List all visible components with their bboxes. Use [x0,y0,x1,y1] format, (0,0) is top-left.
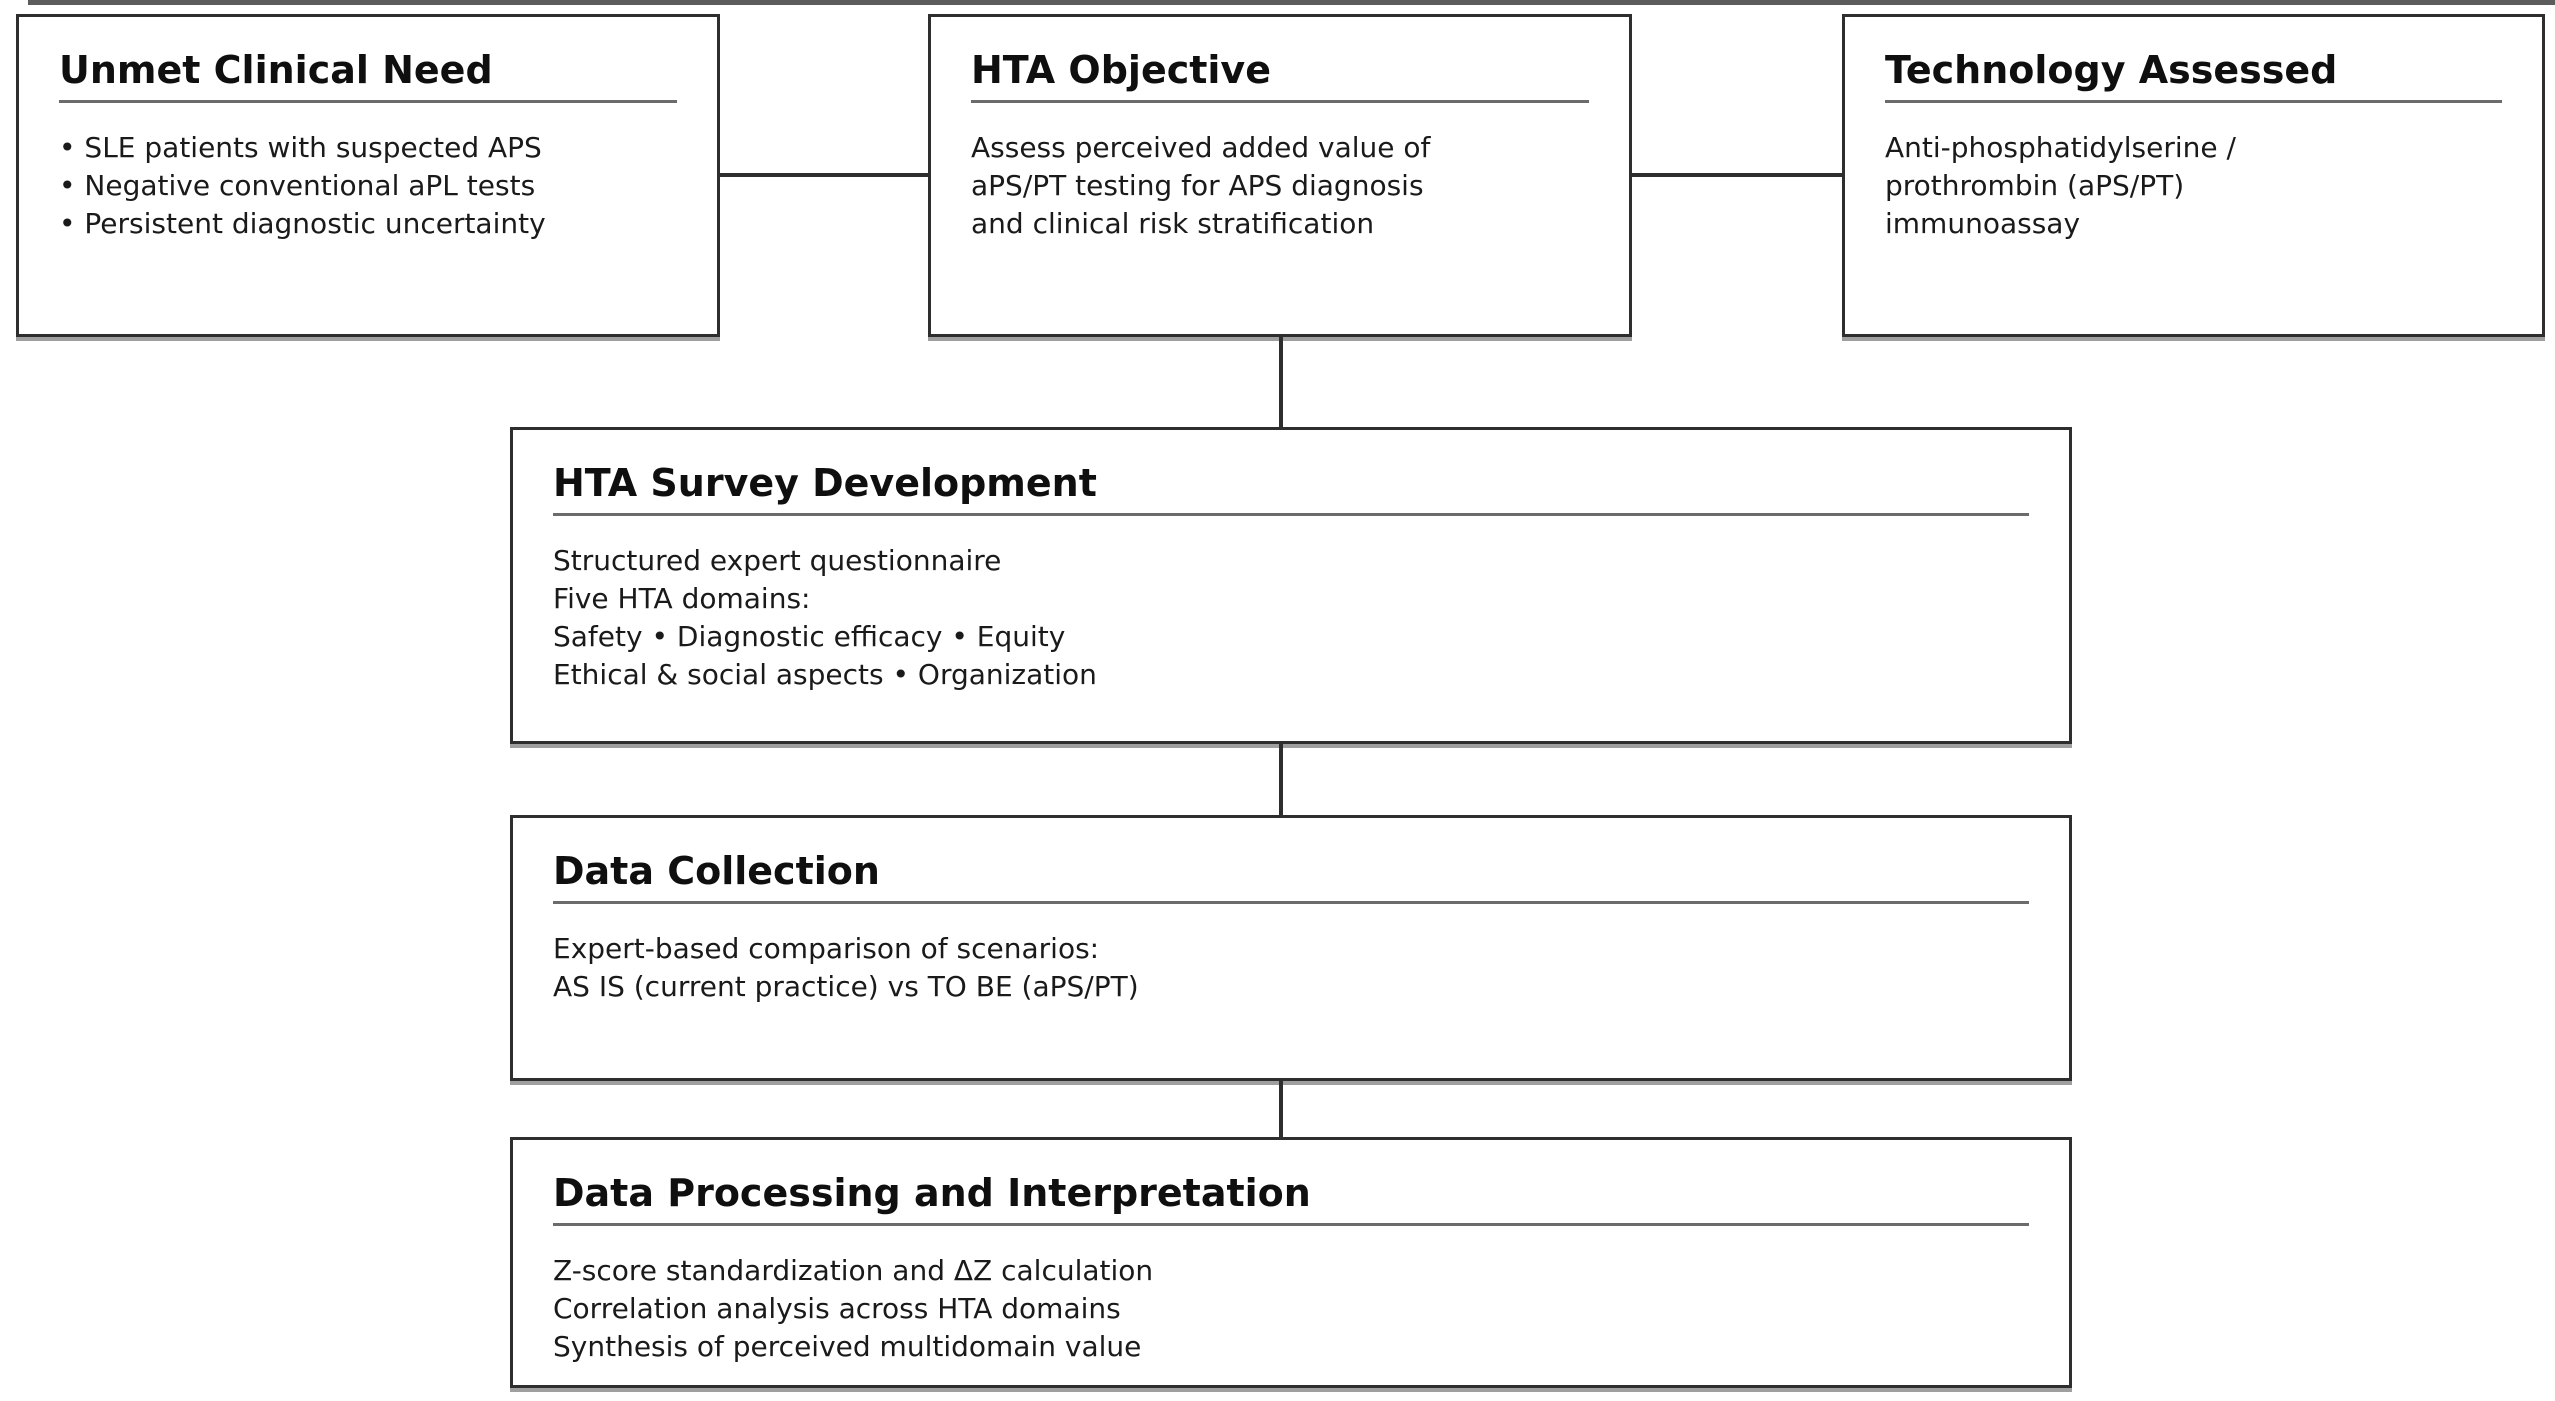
connector-objective-to-survey [1279,337,1283,427]
box-title: HTA Objective [971,51,1589,103]
box-data-processing-interpretation: Data Processing and Interpretation Z-sco… [510,1137,2072,1388]
text-line: • Negative conventional aPL tests [59,169,536,202]
box-title: Data Processing and Interpretation [553,1174,2029,1226]
text-line: Correlation analysis across HTA domains [553,1292,1121,1325]
connector-collection-to-processing [1279,1081,1283,1137]
text-line: Assess perceived added value of [971,131,1431,164]
text-line: aPS/PT testing for APS diagnosis [971,169,1424,202]
connector-objective-to-technology [1632,173,1842,177]
text-line: immunoassay [1885,207,2081,240]
connector-unmet-to-objective [720,173,928,177]
text-line: • Persistent diagnostic uncertainty [59,207,546,240]
text-line: and clinical risk stratification [971,207,1375,240]
text-line: Ethical & social aspects • Organization [553,658,1097,691]
text-line: Five HTA domains: [553,582,811,615]
box-hta-objective: HTA Objective Assess perceived added val… [928,14,1632,337]
box-body: Assess perceived added value of aPS/PT te… [971,129,1589,243]
text-line: Z-score standardization and ΔZ calculati… [553,1254,1154,1287]
text-line: Structured expert questionnaire [553,544,1002,577]
box-title: Technology Assessed [1885,51,2502,103]
box-title: Data Collection [553,852,2029,904]
text-line: • SLE patients with suspected APS [59,131,542,164]
text-line: Safety • Diagnostic efficacy • Equity [553,620,1066,653]
box-data-collection: Data Collection Expert-based comparison … [510,815,2072,1081]
text-line: Anti-phosphatidylserine / [1885,131,2236,164]
text-line: Expert-based comparison of scenarios: [553,932,1100,965]
box-title: HTA Survey Development [553,464,2029,516]
box-body: • SLE patients with suspected APS • Negat… [59,129,677,243]
text-line: prothrombin (aPS/PT) [1885,169,2185,202]
connector-survey-to-collection [1279,744,1283,815]
box-title: Unmet Clinical Need [59,51,677,103]
figure-top-edge [28,0,2555,5]
box-body: Z-score standardization and ΔZ calculati… [553,1252,2029,1366]
box-body: Anti-phosphatidylserine / prothrombin (aP… [1885,129,2502,243]
text-line: AS IS (current practice) vs TO BE (aPS/P… [553,970,1139,1003]
box-unmet-clinical-need: Unmet Clinical Need • SLE patients with … [16,14,720,337]
box-hta-survey-development: HTA Survey Development Structured expert… [510,427,2072,744]
text-line: Synthesis of perceived multidomain value [553,1330,1142,1363]
box-body: Expert-based comparison of scenarios: AS … [553,930,2029,1006]
box-technology-assessed: Technology Assessed Anti-phosphatidylser… [1842,14,2545,337]
